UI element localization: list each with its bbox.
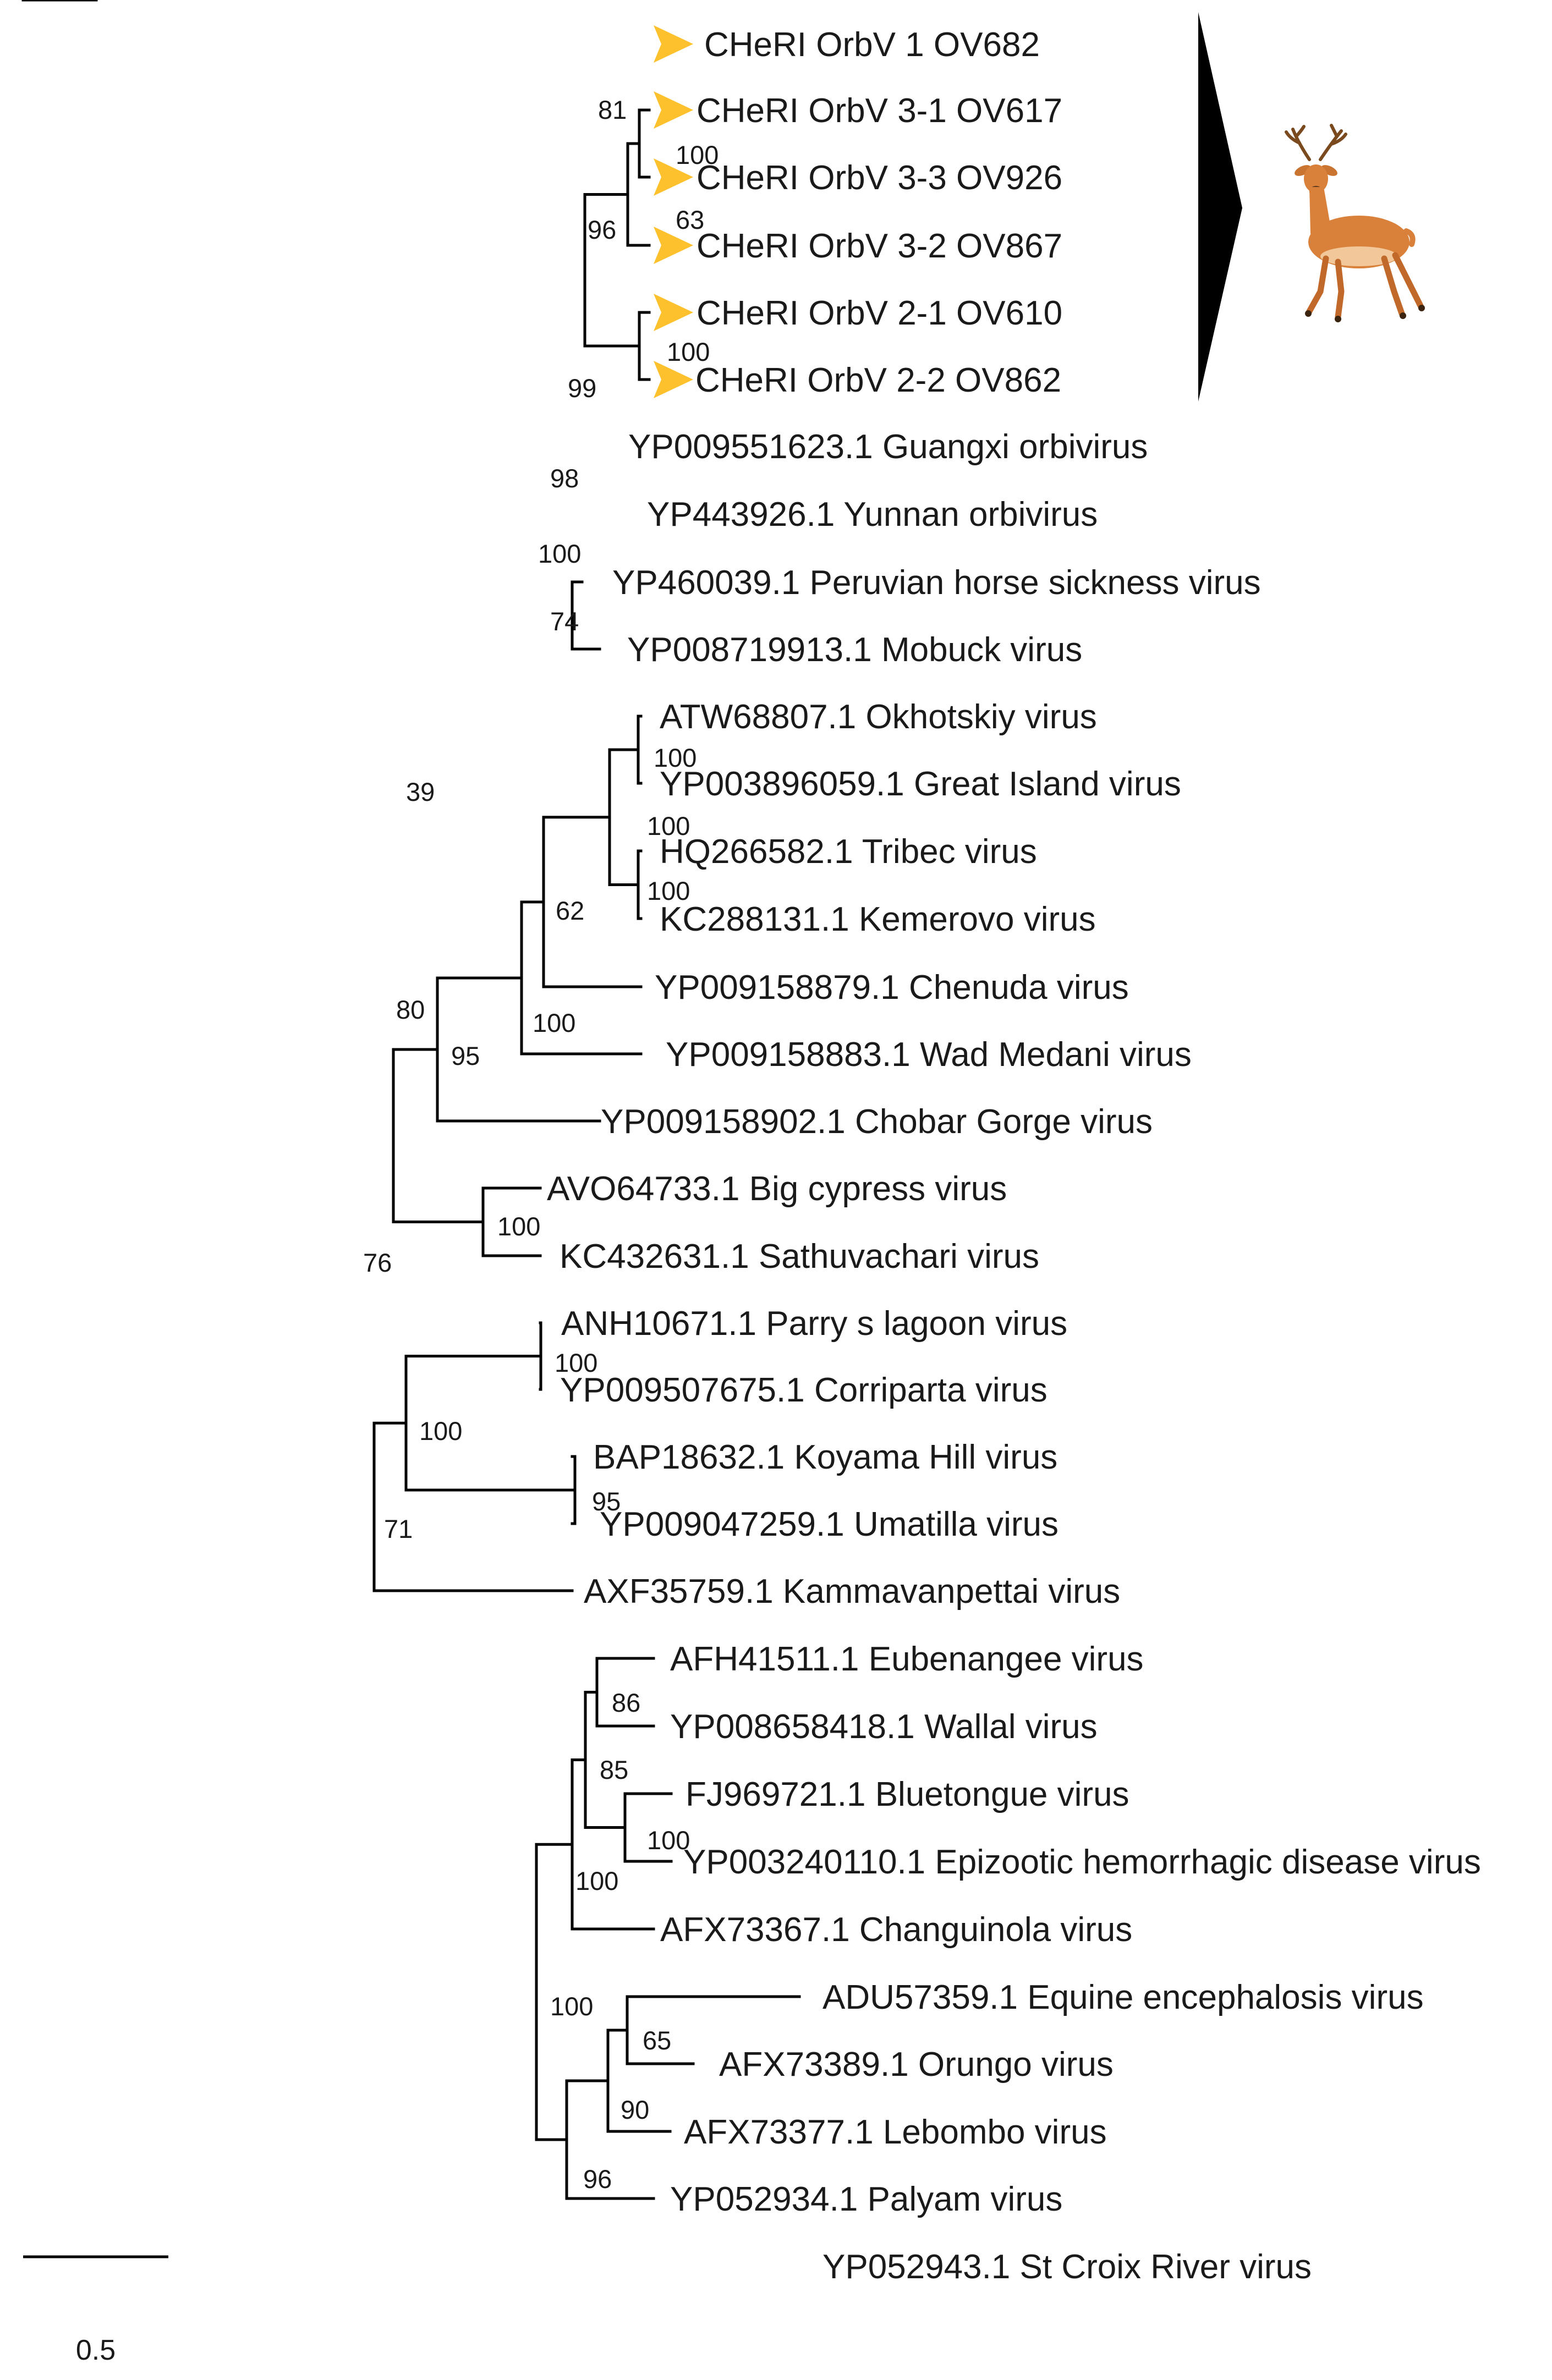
- support-value: 100: [538, 539, 581, 568]
- tip-label-t20: ANH10671.1 Parry s lagoon virus: [561, 1305, 1067, 1343]
- support-value: 81: [598, 95, 627, 124]
- support-value: 95: [451, 1041, 480, 1070]
- support-value: 90: [621, 2095, 649, 2124]
- deer-head: [1304, 164, 1328, 193]
- tip-label-t29: AFX73367.1 Changuinola virus: [660, 1911, 1132, 1949]
- tip-label-t34: YP052943.1 St Croix River virus: [822, 2248, 1312, 2286]
- highlight-marker: [654, 158, 693, 196]
- tip-label-t6: CHeRI OrbV 2-2 OV862: [695, 361, 1061, 399]
- support-value: 99: [568, 373, 596, 403]
- support-value: 65: [643, 2026, 671, 2055]
- tip-label-t24: AXF35759.1 Kammavanpettai virus: [584, 1573, 1120, 1611]
- tip-label-t18: AVO64733.1 Big cypress virus: [547, 1170, 1007, 1208]
- support-value: 98: [550, 464, 579, 493]
- deer-tail: [1403, 228, 1416, 247]
- support-value: 100: [555, 1348, 597, 1377]
- support-value: 71: [384, 1514, 413, 1543]
- tip-label-t10: YP008719913.1 Mobuck virus: [627, 631, 1082, 669]
- clade-wedge: [1198, 12, 1242, 402]
- tip-label-t22: BAP18632.1 Koyama Hill virus: [593, 1438, 1057, 1476]
- antler-right: [1319, 124, 1347, 161]
- tip-label-t31: AFX73389.1 Orungo virus: [719, 2046, 1114, 2084]
- support-value: 100: [575, 1866, 618, 1895]
- tip-label-t11: ATW68807.1 Okhotskiy virus: [660, 698, 1097, 736]
- tip-label-t16: YP009158883.1 Wad Medani virus: [666, 1036, 1192, 1074]
- tip-label-t3: CHeRI OrbV 3-3 OV926: [697, 159, 1062, 197]
- tip-label-t21: YP009507675.1 Corriparta virus: [560, 1371, 1048, 1409]
- tip-label-t26: YP008658418.1 Wallal virus: [670, 1708, 1098, 1746]
- highlight-marker: [654, 25, 693, 63]
- support-value: 100: [654, 743, 697, 772]
- support-value: 39: [406, 777, 435, 806]
- branch-b3: [608, 748, 640, 886]
- deer-hooves: [1305, 305, 1425, 322]
- tip-label-t8: YP443926.1 Yunnan orbivirus: [647, 496, 1098, 534]
- branch-i4: [535, 1843, 574, 2141]
- highlight-marker: [654, 294, 693, 331]
- scale-bar-label: 0.5: [76, 2334, 116, 2366]
- tip-label-t7: YP009551623.1 Guangxi orbivirus: [628, 428, 1148, 466]
- antler-left: [1285, 125, 1311, 161]
- tip-label-t9: YP460039.1 Peruvian horse sickness virus: [612, 564, 1261, 602]
- scale-bar: 0.5: [23, 2255, 168, 2366]
- highlight-marker: [654, 361, 693, 398]
- support-value: 100: [676, 140, 719, 169]
- deer-illustration: [1285, 124, 1425, 322]
- tip-label-t28: YP003240110.1 Epizootic hemorrhagic dise…: [683, 1843, 1481, 1881]
- tip-label-t1: CHeRI OrbV 1 OV682: [704, 26, 1040, 64]
- support-value: 80: [396, 995, 425, 1024]
- branch-d1: [392, 1048, 485, 1223]
- tip-label-t27: FJ969721.1 Bluetongue virus: [685, 1776, 1129, 1813]
- support-value: 96: [583, 2164, 612, 2194]
- support-value: 85: [600, 1755, 628, 1784]
- support-value: 74: [550, 607, 579, 636]
- branch-a3: [638, 311, 651, 381]
- tree-branches: [23, 0, 801, 2200]
- tip-label-t14: KC288131.1 Kemerovo virus: [660, 900, 1096, 938]
- tip-label-t15: YP009158879.1 Chenuda virus: [655, 969, 1129, 1007]
- tip-label-t19: KC432631.1 Sathuvachari virus: [560, 1238, 1039, 1276]
- support-values: 81 100 63 96 100 99 98 100 74 100 100 100 62 100 95 80 3…: [363, 95, 719, 2194]
- tip-label-t23: YP009047259.1 Umatilla virus: [600, 1505, 1059, 1543]
- highlight-marker: [654, 91, 693, 129]
- support-value: 63: [676, 205, 704, 234]
- support-value: 86: [612, 1688, 640, 1717]
- branch-a1: [638, 108, 651, 179]
- tip-label-t25: AFH41511.1 Eubenangee virus: [670, 1640, 1144, 1678]
- support-value: 95: [592, 1487, 621, 1516]
- deer-legs: [1306, 252, 1424, 320]
- support-value: 96: [588, 215, 616, 244]
- highlight-markers: [654, 25, 693, 398]
- tip-label-t17: YP009158902.1 Chobar Gorge virus: [601, 1103, 1153, 1141]
- support-value: 100: [667, 337, 710, 366]
- support-value: 100: [647, 1826, 690, 1855]
- support-value: 100: [647, 876, 690, 905]
- tip-label-t12: YP003896059.1 Great Island virus: [660, 765, 1181, 803]
- support-value: 100: [419, 1416, 462, 1445]
- support-value: 100: [533, 1008, 575, 1037]
- branch-a8: [571, 580, 601, 651]
- support-value: 62: [556, 896, 584, 925]
- tip-label-t32: AFX73377.1 Lebombo virus: [684, 2113, 1107, 2151]
- highlight-marker: [654, 227, 693, 264]
- branch-a4: [583, 193, 641, 348]
- tip-label-t33: YP052934.1 Palyam virus: [670, 2180, 1062, 2218]
- support-value: 100: [647, 811, 690, 840]
- tip-label-t30: ADU57359.1 Equine encephalosis virus: [822, 1978, 1424, 2016]
- tip-label-t4: CHeRI OrbV 3-2 OV867: [697, 227, 1062, 265]
- support-value: 76: [363, 1248, 392, 1277]
- tip-label-t5: CHeRI OrbV 2-1 OV610: [697, 294, 1062, 332]
- branch-f4: [372, 1421, 574, 1592]
- support-value: 100: [497, 1212, 540, 1241]
- tip-label-t13: HQ266582.1 Tribec virus: [660, 833, 1037, 871]
- support-value: 100: [550, 1992, 593, 2021]
- tip-label-t2: CHeRI OrbV 3-1 OV617: [697, 92, 1062, 130]
